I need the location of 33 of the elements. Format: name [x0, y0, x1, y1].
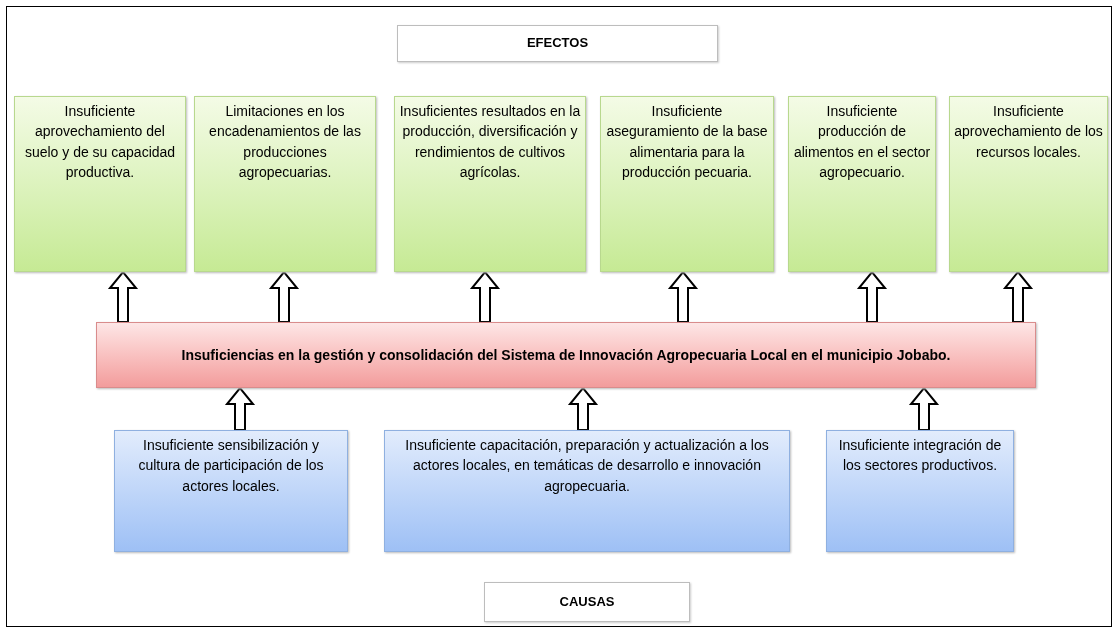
box-text: Insuficiente aprovechamiento del suelo y de su capacidad productiva. [23, 102, 177, 182]
box-text: Insuficiente aprovechamiento de los recursos locales. [954, 102, 1103, 162]
effect-box [949, 96, 1108, 272]
effect-box [194, 96, 376, 272]
block-arrow [469, 270, 501, 323]
box-text: Insuficiencias en la gestión y consolidación del Sistema de Innovación Agropecuaria Local en el municipio Jobabo. [181, 345, 951, 365]
block-arrow [1002, 270, 1034, 323]
effect-box [600, 96, 774, 272]
cause-box [826, 430, 1014, 552]
section-heading-box [484, 582, 690, 622]
box-text: Insuficientes resultados en la producción, diversificación y rendimientos de cultivos agrícolas. [399, 102, 581, 182]
box-text: Insuficiente integración de los sectores productivos. [837, 436, 1003, 476]
effect-box [394, 96, 586, 272]
box-text: EFECTOS [526, 34, 589, 53]
cause-box [384, 430, 790, 552]
block-arrow [224, 386, 256, 431]
box-text: Limitaciones en los encadenamientos de las producciones agropecuarias. [208, 102, 362, 182]
cause-box [114, 430, 348, 552]
box-text: Insuficiente producción de alimentos en el sector agropecuario. [793, 102, 931, 182]
problem-box [96, 322, 1036, 388]
effect-box [14, 96, 186, 272]
box-text: Insuficiente capacitación, preparación y actualización a los actores locales, en temáticas de desarrollo e innovación agropecuaria. [404, 436, 770, 496]
block-arrow [268, 270, 300, 323]
box-text: CAUSAS [559, 592, 615, 611]
block-arrow [107, 270, 139, 323]
block-arrow [856, 270, 888, 323]
block-arrow [667, 270, 699, 323]
block-arrow [567, 386, 599, 431]
box-text: Insuficiente sensibilización y cultura de participación de los actores locales. [137, 436, 325, 496]
box-text: Insuficiente aseguramiento de la base alimentaria para la producción pecuaria. [605, 102, 769, 182]
effect-box [788, 96, 936, 272]
section-heading-box [397, 25, 718, 62]
block-arrow [908, 386, 940, 431]
